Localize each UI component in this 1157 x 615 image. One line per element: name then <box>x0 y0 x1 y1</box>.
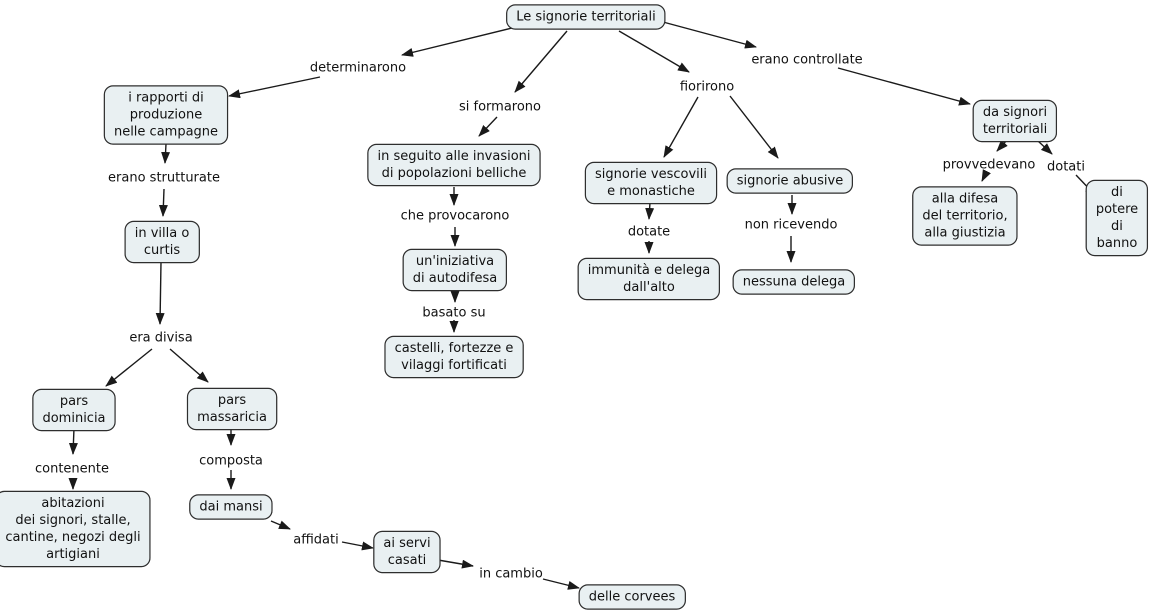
link-label-erano-controllate[interactable]: erano controllate <box>751 52 863 68</box>
arrow-root-si-formarono <box>514 30 568 93</box>
link-label-composta[interactable]: composta <box>199 453 263 469</box>
arrow-root-erano-controllate <box>662 21 757 49</box>
concept-abitazioni[interactable]: abitazioni dei signori, stalle, cantine,… <box>0 491 151 567</box>
arrow-servi-in-cambio <box>437 559 474 569</box>
arrow-mansi-affidati <box>270 520 291 530</box>
arrow-provvedevano-difesa <box>981 169 991 182</box>
arrow-da-signori-dotati <box>1037 140 1053 155</box>
concept-root[interactable]: Le signorie territoriali <box>506 4 666 30</box>
concept-iniziativa-autodifesa[interactable]: un'iniziativa di autodifesa <box>402 249 508 291</box>
arrow-erano-strutturate-villa <box>158 188 168 217</box>
concept-pars-dominicia[interactable]: pars dominicia <box>32 389 116 431</box>
arrow-root-determinarono <box>401 27 513 57</box>
arrow-in-cambio-corvees <box>542 578 580 590</box>
concept-immunita-delega[interactable]: immunità e delega dall'alto <box>577 258 721 300</box>
arrow-era-divisa-dominicia <box>105 348 153 387</box>
link-label-fiorirono[interactable]: fiorirono <box>679 79 735 95</box>
link-label-dotate[interactable]: dotate <box>627 224 671 240</box>
concept-delle-corvees[interactable]: delle corvees <box>578 584 686 610</box>
link-label-basato-su[interactable]: basato su <box>422 305 486 321</box>
concept-castelli[interactable]: castelli, fortezze e vilaggi fortificati <box>384 336 524 378</box>
link-label-provvedevano[interactable]: provvedevano <box>942 157 1036 173</box>
concept-rapporti-produzione[interactable]: i rapporti di produzione nelle campagne <box>103 85 229 145</box>
arrow-rapporti-erano-strutturate <box>161 143 171 164</box>
concept-difesa-giustizia[interactable]: alla difesa del territorio, alla giustiz… <box>912 186 1018 246</box>
concept-potere-banno[interactable]: di potere di banno <box>1085 180 1149 256</box>
link-label-contenente[interactable]: contenente <box>34 461 110 477</box>
arrow-affidati-servi <box>341 541 374 551</box>
concept-nessuna-delega[interactable]: nessuna delega <box>732 269 856 295</box>
concept-da-signori-territoriali[interactable]: da signori territoriali <box>972 100 1058 142</box>
arrow-determinarono-rapporti <box>228 76 321 99</box>
link-label-era-divisa[interactable]: era divisa <box>129 330 193 346</box>
link-label-determinarono[interactable]: determinarono <box>309 60 407 76</box>
link-label-in-cambio[interactable]: in cambio <box>479 566 543 582</box>
link-label-erano-strutturate[interactable]: erano strutturate <box>108 170 220 186</box>
arrow-era-divisa-massaricia <box>169 348 209 383</box>
link-label-non-ricevendo[interactable]: non ricevendo <box>744 217 838 233</box>
arrow-si-formarono-invasioni <box>478 116 498 137</box>
concept-servi-casati[interactable]: ai servi casati <box>373 531 441 573</box>
link-label-si-formarono[interactable]: si formarono <box>459 99 541 115</box>
arrow-root-fiorirono <box>618 30 690 73</box>
arrow-fiorirono-abusive <box>729 95 779 159</box>
concept-signorie-abusive[interactable]: signorie abusive <box>726 168 854 194</box>
concept-signorie-vescovili[interactable]: signorie vescovili e monastiche <box>584 162 718 204</box>
link-label-affidati[interactable]: affidati <box>293 532 339 548</box>
arrow-vescovili-dotate <box>645 201 655 220</box>
concept-invasioni[interactable]: in seguito alle invasioni di popolazioni… <box>367 144 541 186</box>
concept-villa-curtis[interactable]: in villa o curtis <box>124 221 200 263</box>
concept-pars-massaricia[interactable]: pars massaricia <box>187 388 277 430</box>
link-label-che-provocarono[interactable]: che provocarono <box>400 208 510 224</box>
arrow-dominicia-contenente <box>68 427 78 455</box>
link-label-dotati[interactable]: dotati <box>1047 159 1085 175</box>
arrow-fiorirono-vescovili <box>663 96 699 158</box>
arrow-villa-era-divisa <box>155 261 165 325</box>
concept-dai-mansi[interactable]: dai mansi <box>189 494 273 520</box>
arrow-erano-controllate-da-signori <box>837 67 971 106</box>
